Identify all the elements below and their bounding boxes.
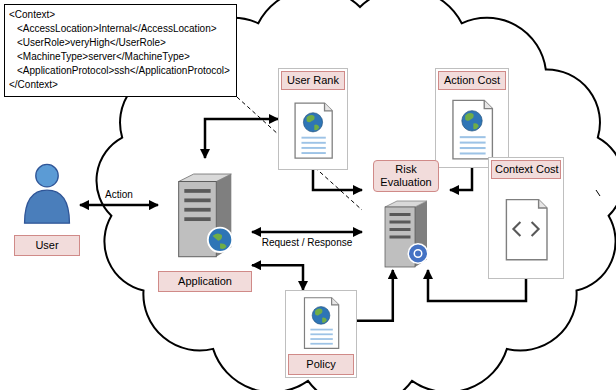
xml-line: <Context>	[9, 8, 230, 22]
globe-symbol	[303, 113, 322, 132]
document-icon	[281, 93, 345, 167]
page-line	[310, 343, 332, 345]
edge-label: Action	[103, 189, 135, 201]
page-line	[460, 142, 486, 144]
user-rank-document: User Rank	[278, 68, 348, 170]
context-cost-document: Context Cost	[488, 157, 564, 279]
page-line	[301, 152, 325, 154]
xml-line: <ApplicationProtocol>ssh</ApplicationPro…	[9, 64, 230, 78]
server-icon	[362, 195, 450, 270]
user-actor: User	[14, 150, 80, 256]
page-shape	[506, 200, 547, 260]
page-line	[310, 329, 332, 331]
component-title: User	[14, 235, 80, 256]
globe-land	[307, 115, 320, 130]
server-slot	[390, 213, 411, 216]
server-top	[385, 201, 427, 207]
person-icon	[14, 150, 80, 233]
action-cost-document: Action Cost	[435, 68, 509, 168]
person-head	[36, 164, 58, 186]
risk-evaluation-server: Risk Evaluation	[362, 160, 450, 270]
globe-symbol	[208, 228, 232, 252]
document-icon	[491, 182, 561, 276]
page-line	[301, 147, 325, 149]
page-fold	[484, 100, 492, 108]
server-slot	[184, 189, 210, 193]
globe-land	[213, 233, 227, 248]
xml-line: <AccessLocation>Internal</AccessLocation…	[9, 22, 230, 36]
globe-symbol	[312, 307, 330, 325]
application-server: Application	[158, 158, 252, 292]
page-line	[310, 333, 332, 335]
page-line	[460, 147, 486, 149]
flow-arrow	[252, 231, 362, 234]
component-title: Action Cost	[438, 71, 506, 90]
page-shape	[453, 100, 492, 158]
policy-document: Policy	[285, 290, 357, 378]
flow-arrow	[357, 270, 393, 321]
document-icon	[438, 93, 506, 165]
flow-arrow	[205, 119, 278, 158]
page-shape	[304, 298, 338, 349]
page-line	[301, 142, 325, 144]
page-fold	[539, 200, 547, 208]
server-slot	[184, 217, 210, 221]
server-slot	[390, 228, 411, 231]
xml-line: </Context>	[9, 78, 230, 92]
gear-hub	[414, 250, 422, 258]
edge-label: Request / Response	[260, 237, 355, 249]
globe-symbol	[462, 111, 482, 131]
code-brackets	[513, 222, 538, 236]
gear-symbol	[408, 244, 428, 264]
person-body	[25, 190, 70, 223]
component-title: User Rank	[281, 71, 345, 90]
server-slot	[390, 236, 411, 239]
flow-arrow	[80, 204, 158, 207]
page-fold	[332, 298, 339, 305]
document-icon	[288, 293, 354, 352]
server-slot	[184, 208, 210, 212]
page-line	[310, 338, 332, 340]
component-title: Context Cost	[491, 160, 561, 179]
page-line	[301, 137, 325, 139]
context-xml-box: <Context><AccessLocation>Internal</Acces…	[4, 4, 237, 97]
server-slot	[390, 221, 411, 224]
page-line	[460, 152, 486, 154]
page-line	[460, 136, 486, 138]
globe-land	[465, 113, 479, 129]
component-title: Application	[158, 271, 252, 292]
page-shape	[295, 103, 332, 158]
flow-arrow	[450, 168, 472, 190]
cloud-tick	[596, 190, 600, 196]
page-fold	[325, 103, 333, 111]
server-icon	[158, 158, 252, 269]
globe-land	[315, 309, 327, 323]
server-top	[179, 174, 232, 182]
xml-line: <MachineType>server</MachineType>	[9, 50, 230, 64]
server-slot	[184, 198, 210, 202]
component-title: Policy	[288, 354, 354, 375]
xml-line: <UserRole>veryHigh</UserRole>	[9, 36, 230, 50]
component-title: Risk Evaluation	[373, 160, 439, 192]
flow-arrow	[252, 265, 303, 290]
flow-arrow	[313, 170, 362, 190]
